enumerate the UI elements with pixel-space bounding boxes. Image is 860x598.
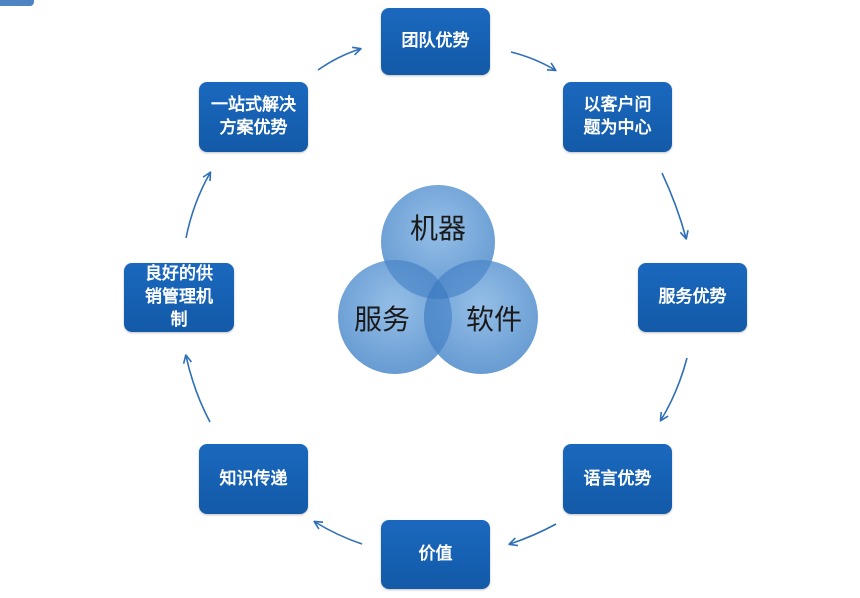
- venn-overlap-machine-software: [424, 260, 495, 299]
- node-knowledge-transfer: 知识传递: [199, 444, 308, 514]
- node-label: 团队优势: [401, 31, 470, 51]
- node-label: 价值: [418, 544, 453, 564]
- node-team-advantage: 团队优势: [381, 8, 490, 75]
- corner-accent-mark: [0, 0, 34, 6]
- node-label-line1: 以客户问: [583, 95, 652, 115]
- arrow-supply-to-onestop: [185, 171, 212, 239]
- node-label-line2: 题为中心: [583, 118, 652, 138]
- venn-label-machine: 机器: [410, 212, 466, 245]
- arrow-language-to-value: [508, 523, 557, 547]
- node-value: 价值: [381, 520, 490, 589]
- arrow-value-to-knowledge: [313, 520, 363, 545]
- node-label-line2: 方案优势: [219, 118, 288, 138]
- arrow-knowledge-to-supply: [182, 354, 211, 423]
- node-label-line1: 一站式解决: [211, 95, 296, 115]
- node-label: 知识传递: [219, 468, 288, 489]
- node-one-stop-solution: 一站式解决 方案优势: [199, 82, 308, 152]
- venn-diagram: 机器 服务 软件: [338, 185, 538, 374]
- venn-label-service: 服务: [354, 303, 410, 336]
- node-language-advantage: 语言优势: [563, 444, 672, 514]
- node-label: 服务优势: [658, 287, 727, 307]
- node-customer-centric: 以客户问 题为中心: [563, 82, 672, 152]
- node-service-advantage: 服务优势: [638, 263, 747, 332]
- node-label-line3: 制: [170, 310, 188, 330]
- arrow-team-to-customer: [510, 51, 557, 72]
- node-supply-management: 良好的供 销管理机 制: [124, 263, 234, 332]
- arrow-service-to-language: [659, 357, 688, 422]
- node-label-line2: 销管理机: [145, 287, 213, 307]
- node-label-line1: 良好的供: [145, 264, 213, 284]
- venn-label-software: 软件: [466, 303, 522, 336]
- node-label: 语言优势: [583, 468, 652, 489]
- arrow-onestop-to-team: [317, 46, 362, 71]
- venn-overlap-machine-service: [381, 260, 452, 299]
- arrow-customer-to-service: [661, 172, 689, 240]
